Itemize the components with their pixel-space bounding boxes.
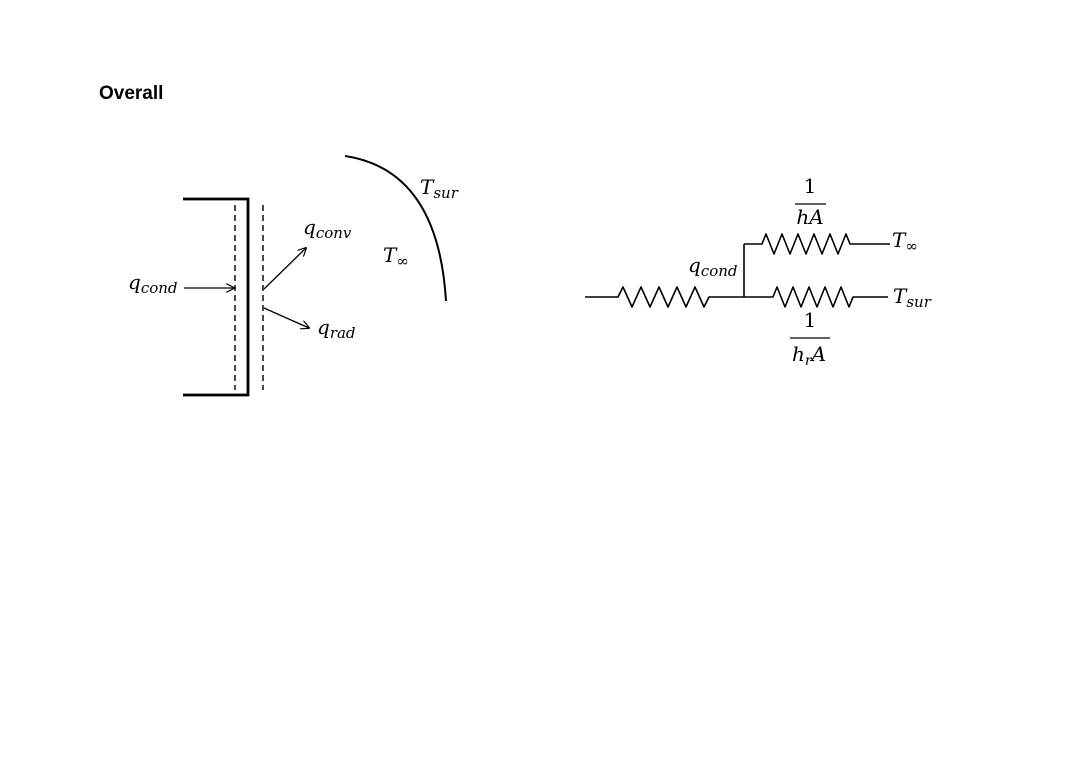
r-rad-denominator: hrA bbox=[792, 342, 826, 369]
t-sur-label: Tsur bbox=[420, 175, 459, 202]
circuit-t-inf-label: T∞ bbox=[892, 228, 918, 255]
wall-diagram: qcond qconv qrad Tsur T∞ bbox=[128, 155, 459, 397]
thermal-circuit: qcond 1 hA 1 hrA T∞ Tsur bbox=[585, 174, 932, 369]
q-cond-label: qcond bbox=[128, 270, 178, 297]
circuit-q-cond-label: qcond bbox=[688, 253, 738, 280]
q-conv-arrow bbox=[263, 248, 306, 290]
r-rad-numerator: 1 bbox=[804, 308, 817, 332]
r-conv-numerator: 1 bbox=[804, 174, 817, 198]
q-conv-label: qconv bbox=[303, 215, 352, 242]
radiation-resistor bbox=[744, 286, 888, 308]
q-rad-label: qrad bbox=[317, 315, 356, 342]
conduction-resistor bbox=[585, 286, 744, 308]
r-conv-denominator: hA bbox=[796, 205, 823, 229]
t-inf-label: T∞ bbox=[383, 243, 409, 270]
q-rad-arrow bbox=[263, 307, 309, 328]
convection-resistor bbox=[744, 233, 890, 255]
circuit-t-sur-label: Tsur bbox=[893, 284, 932, 311]
page-title: Overall bbox=[99, 83, 164, 104]
surroundings-arc bbox=[344, 155, 447, 302]
wall-outline bbox=[183, 197, 250, 397]
